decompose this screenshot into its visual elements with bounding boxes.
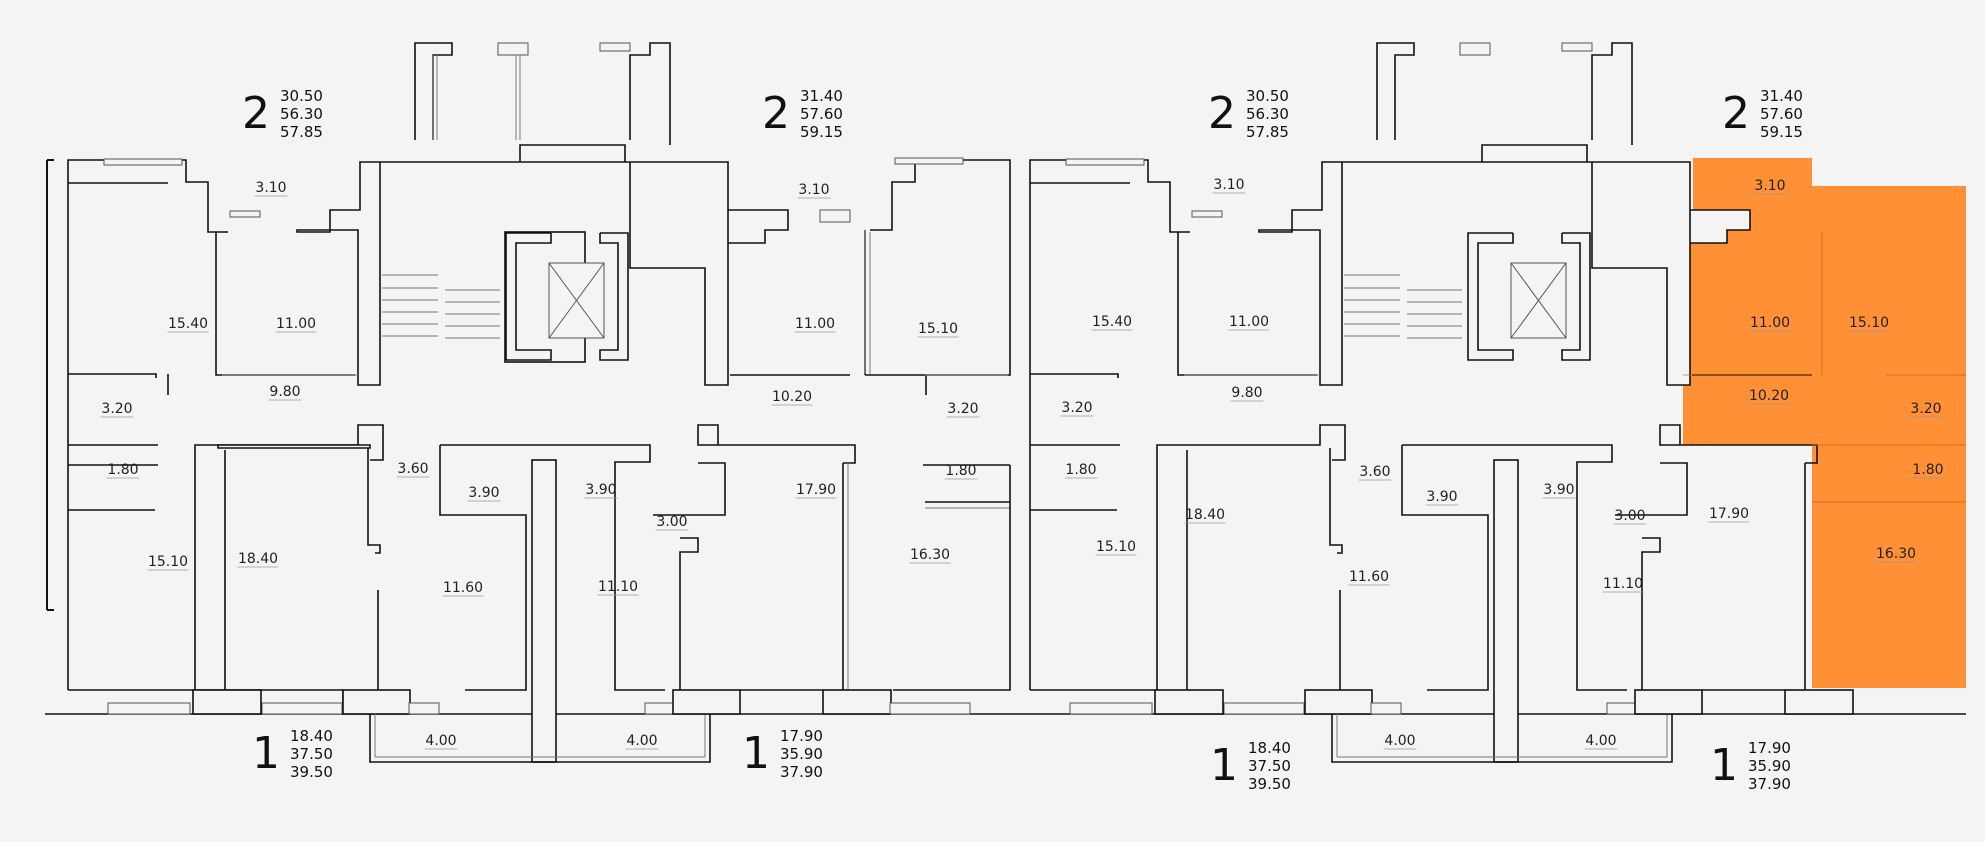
room-area-label: 3.10 (798, 182, 829, 198)
apartment-room-count: 1 (1210, 740, 1238, 791)
apartment-area-value: 39.50 (290, 763, 333, 781)
room-area-label: 15.10 (918, 321, 958, 337)
room-area-label: 11.00 (1229, 314, 1269, 330)
apartment-area-value: 59.15 (1760, 123, 1803, 141)
room-area-label: 3.90 (468, 485, 499, 501)
room-area-label: 18.40 (1185, 507, 1225, 523)
apartment-area-value: 35.90 (1748, 757, 1791, 775)
room-area-label: 11.00 (1750, 315, 1790, 331)
apartment-area-value: 57.60 (1760, 105, 1803, 123)
room-area-label: 1.80 (945, 463, 976, 479)
apartment-area-value: 37.50 (290, 745, 333, 763)
room-area-label: 3.20 (101, 401, 132, 417)
room-area-label: 4.00 (425, 733, 456, 749)
room-area-label: 10.20 (1749, 388, 1789, 404)
room-area-label: 9.80 (269, 384, 300, 400)
apartment-area-value: 37.90 (1748, 775, 1791, 793)
room-area-label: 10.20 (772, 389, 812, 405)
apartment-area-value: 35.90 (780, 745, 823, 763)
room-area-label: 3.60 (1359, 464, 1390, 480)
room-area-label: 18.40 (238, 551, 278, 567)
room-area-label: 15.10 (1096, 539, 1136, 555)
room-area-label: 3.10 (255, 180, 286, 196)
apartment-area-value: 57.60 (800, 105, 843, 123)
room-area-label: 15.10 (1849, 315, 1889, 331)
room-area-label: 3.90 (1426, 489, 1457, 505)
room-area-label: 4.00 (1585, 733, 1616, 749)
room-area-label: 3.60 (397, 461, 428, 477)
room-area-label: 3.90 (585, 482, 616, 498)
section-left (67, 42, 1011, 763)
apartment-area-value: 57.85 (280, 123, 323, 141)
room-area-label: 11.00 (795, 316, 835, 332)
room-area-label: 1.80 (1065, 462, 1096, 478)
apartment-room-count: 1 (1710, 740, 1738, 791)
apartment-area-value: 37.90 (780, 763, 823, 781)
room-area-label: 11.10 (1603, 576, 1643, 592)
room-area-label: 1.80 (107, 462, 138, 478)
section-right (1029, 42, 1854, 763)
room-area-label: 11.60 (1349, 569, 1389, 585)
room-area-label: 3.90 (1543, 482, 1574, 498)
apartment-area-value: 39.50 (1248, 775, 1291, 793)
room-area-label: 3.10 (1213, 177, 1244, 193)
apartment-area-value: 37.50 (1248, 757, 1291, 775)
room-area-label: 11.00 (276, 316, 316, 332)
room-area-label: 4.00 (1384, 733, 1415, 749)
room-area-label: 16.30 (910, 547, 950, 563)
apartment-room-count: 2 (1722, 88, 1750, 139)
room-area-label: 15.40 (168, 316, 208, 332)
apartment-area-value: 59.15 (800, 123, 843, 141)
apartment-room-count: 2 (1208, 88, 1236, 139)
room-area-label: 17.90 (1709, 506, 1749, 522)
room-area-label: 15.10 (148, 554, 188, 570)
apartment-area-value: 31.40 (1760, 87, 1803, 105)
apartment-room-count: 1 (252, 728, 280, 779)
apartment-area-value: 17.90 (780, 727, 823, 745)
room-area-label: 3.00 (1614, 508, 1645, 524)
apartment-area-value: 56.30 (280, 105, 323, 123)
apartment-room-count: 1 (742, 728, 770, 779)
apartment-area-value: 17.90 (1748, 739, 1791, 757)
room-area-label: 4.00 (626, 733, 657, 749)
room-area-label: 15.40 (1092, 314, 1132, 330)
highlighted-apartment-lines (1683, 232, 1966, 503)
apartment-area-value: 18.40 (1248, 739, 1291, 757)
room-area-label: 3.20 (1910, 401, 1941, 417)
room-area-label: 16.30 (1876, 546, 1916, 562)
room-area-label: 3.20 (1061, 400, 1092, 416)
room-area-label: 11.10 (598, 579, 638, 595)
highlighted-apartment[interactable] (1683, 158, 1966, 688)
apartment-area-value: 56.30 (1246, 105, 1289, 123)
room-area-label: 9.80 (1231, 385, 1262, 401)
room-area-label: 3.20 (947, 401, 978, 417)
room-area-label: 1.80 (1912, 462, 1943, 478)
apartment-area-value: 57.85 (1246, 123, 1289, 141)
apartment-area-value: 30.50 (1246, 87, 1289, 105)
apartment-room-count: 2 (242, 88, 270, 139)
apartment-room-count: 2 (762, 88, 790, 139)
room-area-label: 17.90 (796, 482, 836, 498)
apartment-area-value: 18.40 (290, 727, 333, 745)
room-area-label: 11.60 (443, 580, 483, 596)
room-area-labels: 3.10 15.40 11.00 9.80 3.20 1.80 15.10 18.40 3.60… (100, 177, 1945, 750)
room-area-label: 3.10 (1754, 178, 1785, 194)
apartment-area-value: 30.50 (280, 87, 323, 105)
room-area-label: 3.00 (656, 514, 687, 530)
apartment-area-value: 31.40 (800, 87, 843, 105)
